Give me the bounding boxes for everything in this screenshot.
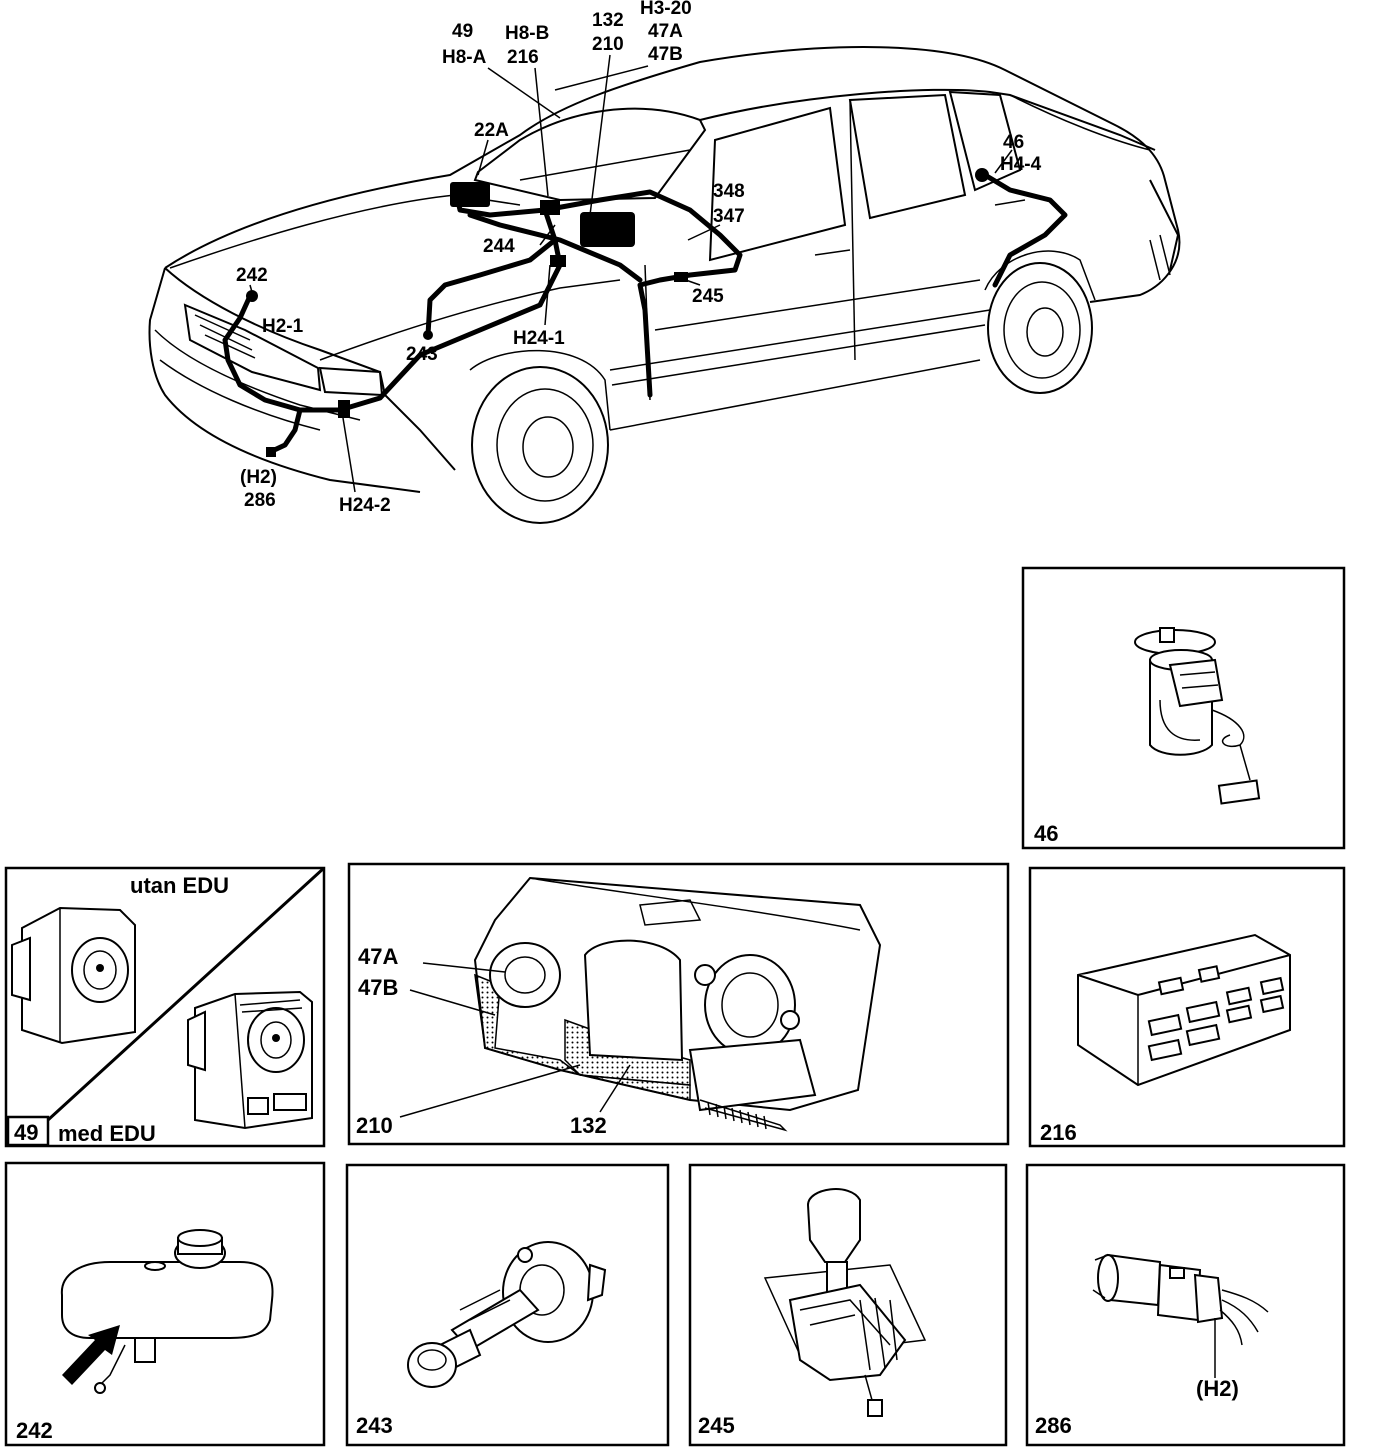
callout-216: 216 [507, 47, 539, 68]
callout-h2-1: H2-1 [262, 316, 304, 337]
callout-h4-4: H4-4 [1000, 154, 1042, 175]
callout-243: 243 [406, 344, 438, 365]
panel-243: 243 [345, 1163, 670, 1447]
panel-243-number: 243 [356, 1413, 393, 1438]
callout-h8-b: H8-B [505, 23, 549, 44]
callout-46: 46 [1003, 132, 1024, 153]
callout-132-cluster: 132 [570, 1113, 607, 1138]
pressure-switch-illustration [1092, 1253, 1269, 1346]
panel-49-upper-caption: utan EDU [130, 873, 229, 898]
callout-leaders [249, 54, 1013, 493]
clock-with-edu-illustration [187, 990, 313, 1130]
callout-47b-cluster: 47B [358, 975, 398, 1000]
washer-reservoir-illustration [60, 1229, 274, 1394]
panel-245-number: 245 [698, 1413, 735, 1438]
panel-46-number: 46 [1034, 821, 1058, 846]
panel-242: 242 [4, 1161, 326, 1447]
climate-control-illustration [1077, 933, 1291, 1087]
callout-210: 210 [592, 34, 624, 55]
panel-216-number: 216 [1040, 1120, 1077, 1145]
callout-347: 347 [713, 206, 745, 227]
callout-h8-a: H8-A [442, 47, 487, 68]
callout-22a: 22A [474, 120, 509, 141]
panel-286-number: 286 [1035, 1413, 1072, 1438]
panel-49-number: 49 [14, 1120, 38, 1145]
panel-245: 245 [688, 1163, 1008, 1447]
panel-210-number: 210 [356, 1113, 393, 1138]
callout-286: 286 [244, 490, 276, 511]
callout-47a: 47A [648, 21, 683, 42]
gear-selector-illustration [763, 1188, 927, 1417]
callout-h2: (H2) [240, 467, 277, 488]
fuel-pump-illustration [1134, 627, 1261, 805]
panel-210: 47A 47B 210 132 [347, 862, 1010, 1146]
panel-286-callout-h2: (H2) [1196, 1376, 1239, 1401]
panel-286: (H2) 286 [1025, 1163, 1346, 1447]
car-illustration [148, 46, 1181, 524]
callout-245: 245 [692, 286, 724, 307]
panel-242-number: 242 [16, 1418, 53, 1443]
callout-132: 132 [592, 10, 624, 31]
car-callouts: 49 H8-A H8-B 216 132 210 H3-20 47A 47B 2… [236, 0, 1042, 516]
clock-without-edu-illustration [11, 906, 136, 1045]
washer-pump-illustration [407, 1241, 607, 1388]
callout-47b: 47B [648, 44, 683, 65]
callout-49: 49 [452, 21, 473, 42]
panel-46: 46 [1021, 566, 1346, 850]
callout-h24-2: H24-2 [339, 495, 391, 516]
callout-242: 242 [236, 265, 268, 286]
callout-h3-20: H3-20 [640, 0, 692, 19]
callout-47a-cluster: 47A [358, 944, 398, 969]
wiring-harness [222, 168, 1068, 457]
panel-216: 216 [1028, 866, 1346, 1148]
panel-49-lower-caption: med EDU [58, 1121, 156, 1146]
instrument-cluster-illustration [473, 876, 882, 1132]
callout-348: 348 [713, 181, 745, 202]
panel-49: utan EDU 49 med EDU [4, 866, 326, 1148]
callout-244: 244 [483, 236, 515, 257]
callout-h24-1: H24-1 [513, 328, 565, 349]
